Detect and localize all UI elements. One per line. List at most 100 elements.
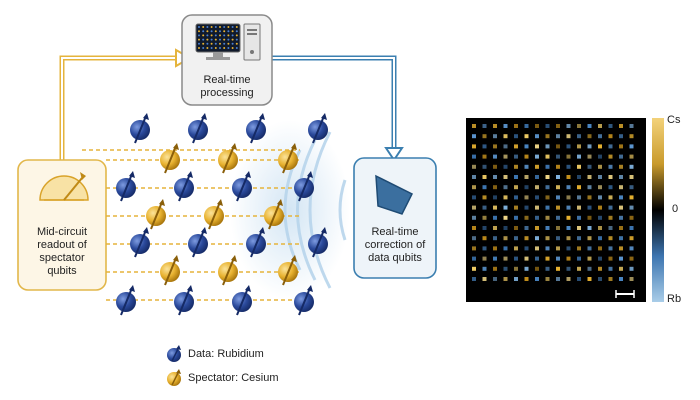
rb-site-dot [556, 134, 560, 139]
rb-site-dot [545, 164, 550, 169]
rb-site-dot [577, 195, 581, 200]
rb-site-dot [598, 256, 602, 261]
cs-site-dot [598, 246, 602, 251]
rb-site-dot [524, 144, 529, 149]
spectator-qubit-atom [278, 143, 298, 174]
cs-site-dot [566, 256, 571, 261]
cs-site-dot [619, 185, 623, 190]
rb-site-dot [524, 226, 529, 230]
rb-site-dot [514, 195, 518, 200]
rb-site-dot [472, 277, 476, 281]
rb-site-dot [619, 175, 623, 179]
cs-site-dot [577, 205, 581, 210]
rb-site-dot [482, 246, 487, 251]
blue-feedback-arrow [272, 55, 404, 162]
cs-site-dot [629, 175, 634, 179]
cs-site-dot [524, 215, 529, 220]
cs-site-dot [608, 134, 613, 139]
rb-site-dot [566, 144, 571, 149]
rb-site-dot [472, 134, 476, 139]
rb-site-dot [493, 215, 497, 220]
cs-site-dot [598, 205, 602, 210]
cs-site-dot [619, 266, 623, 271]
rb-site-dot [577, 277, 581, 281]
rb-site-dot [587, 144, 592, 149]
computer-icon [195, 23, 261, 61]
data-qubit-atom [232, 171, 252, 202]
rb-site-dot [598, 154, 602, 159]
rb-site-dot [629, 226, 634, 230]
cs-site-dot [566, 154, 571, 159]
rb-site-dot [472, 175, 476, 179]
rb-site-dot [587, 205, 592, 210]
rb-site-dot [587, 124, 592, 128]
rb-site-dot [545, 266, 550, 271]
readout-box [17, 159, 107, 291]
cs-site-dot [556, 246, 560, 251]
rb-site-dot [545, 226, 550, 230]
rb-site-dot [482, 266, 487, 271]
cs-site-dot [629, 277, 634, 281]
rb-site-dot [493, 195, 497, 200]
spectator-qubit-atom [204, 199, 224, 230]
cs-site-dot [577, 226, 581, 230]
cs-site-dot [514, 164, 518, 169]
cs-site-dot [524, 236, 529, 241]
readout-label: Mid-circuit readout of spectator qubits [36, 226, 88, 277]
rb-site-dot [598, 134, 602, 139]
rb-site-dot [619, 134, 623, 139]
cs-site-dot [524, 154, 529, 159]
cs-site-dot [629, 236, 634, 241]
cs-site-dot [566, 277, 571, 281]
legend-data: Data: Rubidium [166, 344, 264, 364]
rb-site-dot [493, 134, 497, 139]
rb-site-dot [535, 154, 539, 159]
cs-site-dot [577, 124, 581, 128]
rb-site-dot [482, 164, 487, 169]
rb-site-dot [598, 175, 602, 179]
cs-site-dot [535, 185, 539, 190]
cs-site-dot [535, 144, 539, 149]
cs-site-dot [608, 195, 613, 200]
rb-site-dot [566, 124, 571, 128]
rb-site-dot [587, 266, 592, 271]
cs-site-dot [545, 134, 550, 139]
cs-site-dot [535, 205, 539, 210]
spectator-qubit-atom [218, 143, 238, 174]
rb-site-dot [535, 175, 539, 179]
rb-site-dot [608, 226, 613, 230]
rb-site-dot [535, 215, 539, 220]
rb-site-dot [598, 195, 602, 200]
cs-site-dot [493, 266, 497, 271]
cs-site-dot [503, 154, 508, 159]
cs-site-dot [482, 215, 487, 220]
cs-site-dot [493, 205, 497, 210]
cs-site-dot [503, 215, 508, 220]
rb-site-dot [535, 236, 539, 241]
cs-site-dot [598, 266, 602, 271]
rb-site-dot [545, 185, 550, 190]
rb-site-dot [493, 175, 497, 179]
cs-site-dot [577, 266, 581, 271]
rb-site-dot [619, 215, 623, 220]
data-qubit-atom [308, 227, 328, 258]
mirror-icon [375, 174, 414, 215]
rb-site-dot [472, 195, 476, 200]
cs-site-dot [608, 215, 613, 220]
rb-site-dot [577, 236, 581, 241]
data-qubit-atom [294, 285, 314, 316]
cs-site-dot [629, 256, 634, 261]
cs-site-dot [619, 164, 623, 169]
data-qubit-atom [174, 171, 194, 202]
cs-site-dot [556, 205, 560, 210]
cs-site-dot [587, 175, 592, 179]
rb-site-dot [472, 215, 476, 220]
rb-site-dot [608, 266, 613, 271]
processing-label: Real-time processing [200, 74, 254, 99]
spectator-qubit-atom [278, 255, 298, 286]
rb-site-dot [608, 144, 613, 149]
rb-site-dot [545, 205, 550, 210]
rb-site-dot [482, 124, 487, 128]
cs-site-dot [598, 185, 602, 190]
